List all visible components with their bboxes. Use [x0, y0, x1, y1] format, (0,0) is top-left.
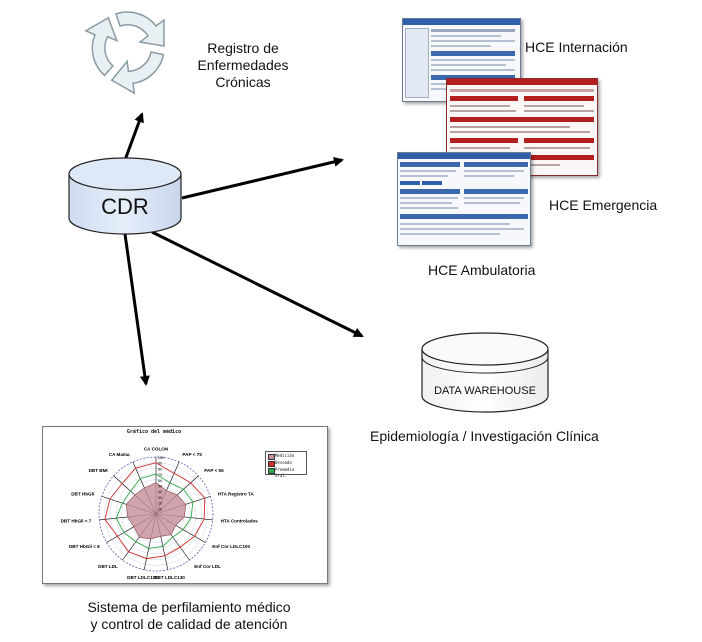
registry-line-1: Registro de: [207, 40, 279, 56]
cycle-arrows-icon: [84, 11, 165, 95]
radar-axis-label: HTA Controlados: [221, 518, 259, 523]
data-warehouse-caption: Epidemiología / Investigación Clínica: [370, 428, 599, 444]
radar-axis-label: DBT HbGli < 8: [69, 544, 100, 549]
radar-axis-label: CA Mama: [109, 452, 130, 457]
legend-swatch-medicion: [268, 454, 275, 460]
radar-tick-label: 30: [158, 496, 162, 500]
physician-profile-chart: Gráfico del médico CA COLON PAP < 75 PAP <…: [42, 426, 328, 584]
arrow-to-hce: [181, 156, 344, 200]
data-warehouse-label: DATA WAREHOUSE: [434, 385, 536, 397]
radar-axis-label: PAP < 65: [204, 468, 224, 473]
radar-axis-label: DBT LDLC130: [154, 575, 185, 580]
radar-axis-label: Enf Cor LDL: [194, 564, 221, 569]
radar-axis-label: DBT LDLC100: [127, 575, 158, 580]
registry-label: Registro de Enfermedades Crónicas: [188, 40, 298, 91]
arrows: [123, 112, 364, 386]
legend-swatch-promedio: [268, 468, 275, 474]
radar-tick-label: 10: [158, 507, 162, 511]
radar-tick-label: 70: [158, 473, 162, 477]
arrow-to-registry: [123, 112, 144, 161]
series-deseado: [104, 462, 206, 560]
arrow-to-data-warehouse: [151, 230, 364, 338]
chart-legend: Medición Deseado Promedio Gral.: [265, 451, 307, 478]
legend-swatch-deseado: [268, 461, 275, 467]
radar-tick-label: 50: [158, 485, 162, 489]
radar-tick-label: 80: [158, 467, 162, 471]
legend-label-medicion: Medición: [275, 453, 295, 458]
cdr-label: CDR: [101, 194, 149, 219]
radar-axis-label: DBT BMI: [89, 468, 108, 473]
legend-label-promedio: Promedio Gral.: [275, 467, 295, 478]
hce-ambulatoria-screenshot: [397, 152, 531, 246]
profiling-caption-line-1: Sistema de perfilamiento médico: [87, 599, 291, 615]
radar-axis-label: PAP < 75: [182, 452, 202, 457]
radar-axis-label: CA COLON: [144, 447, 169, 452]
radar-tick-label: 60: [158, 479, 162, 483]
radar-tick-label: 40: [158, 490, 162, 494]
profiling-caption-line-2: y control de calidad de atención: [90, 616, 288, 632]
radar-axis-label: DBT HbGli < 7: [61, 518, 92, 523]
cdr-database-icon: [68, 157, 182, 235]
series-medicion: [125, 482, 187, 540]
radar-grid-ring: [98, 456, 214, 572]
radar-tick-label: 90: [158, 462, 162, 466]
hce-internacion-label: HCE Internación: [525, 39, 628, 55]
registry-line-2: Enfermedades: [197, 57, 289, 73]
radar-axis-label: DBT HbGli: [71, 491, 94, 496]
profiling-caption: Sistema de perfilamiento médico y contro…: [64, 599, 314, 633]
radar-axis-label: Enf Cor LDLC100: [212, 544, 250, 549]
data-warehouse-database-icon: [421, 332, 549, 413]
hce-ambulatoria-label: HCE Ambulatoria: [428, 262, 536, 278]
radar-axis-label: DBT LDL: [98, 564, 118, 569]
arrow-to-profiling: [123, 233, 150, 386]
registry-line-3: Crónicas: [215, 74, 271, 90]
radar-tick-label: 20: [158, 502, 162, 506]
chart-title: Gráfico del médico: [126, 429, 182, 435]
legend-label-deseado: Deseado: [275, 460, 292, 465]
series-promedio: [115, 473, 194, 550]
radar-tick-label: 100: [158, 456, 164, 460]
radar-axis-label: HTA Registro TA: [218, 491, 255, 496]
radar-plot: CA COLON PAP < 75 PAP < 65 HTA Registro TA H…: [61, 447, 259, 581]
hce-emergencia-label: HCE Emergencia: [549, 197, 658, 213]
